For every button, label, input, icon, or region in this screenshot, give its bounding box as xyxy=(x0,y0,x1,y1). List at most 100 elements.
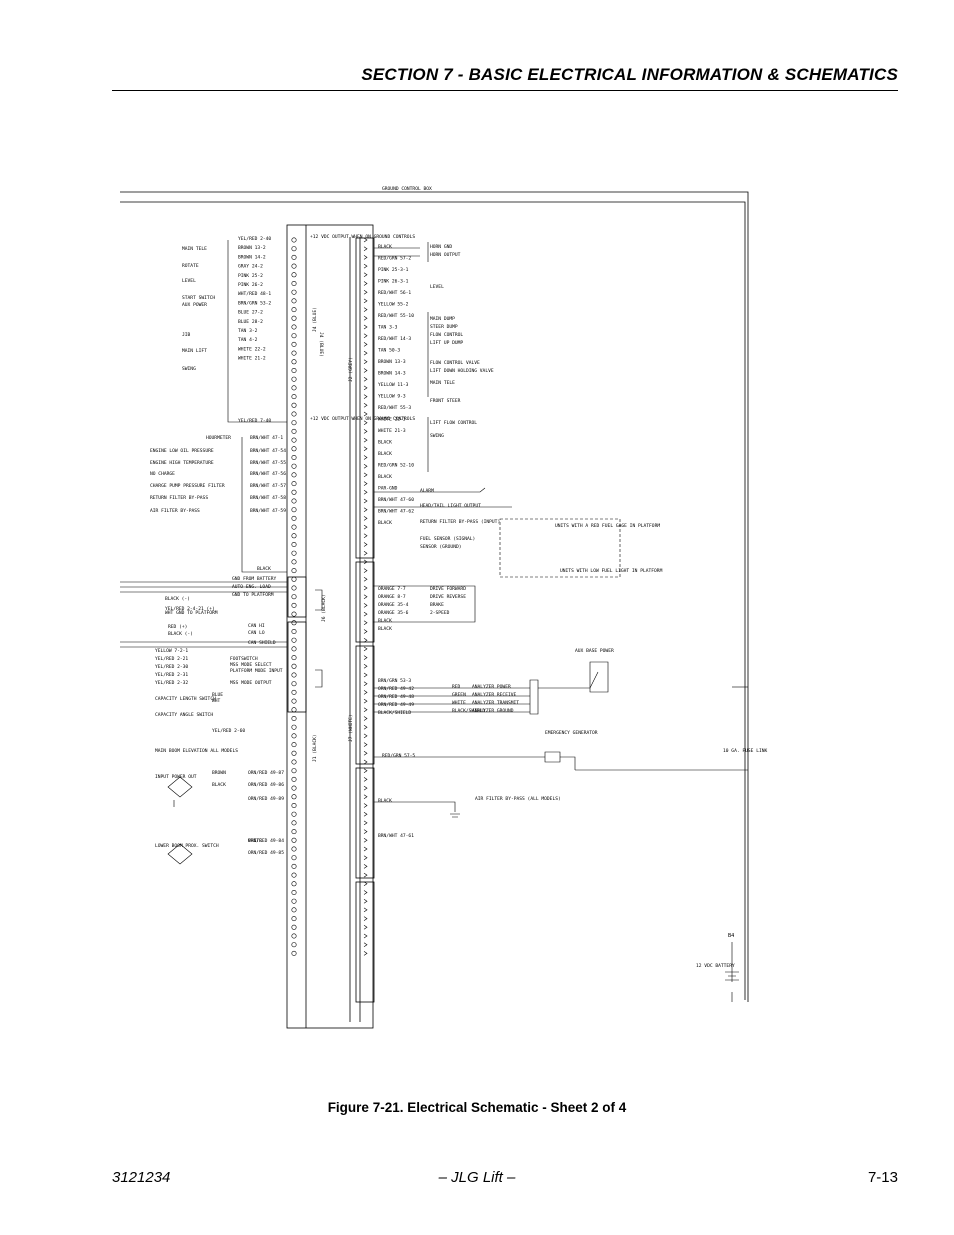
terminal-pin xyxy=(363,350,368,356)
terminal-pin xyxy=(291,507,297,513)
terminal-pin xyxy=(363,533,368,539)
terminal-pin xyxy=(363,794,368,800)
terminal-pin xyxy=(291,611,297,617)
terminal-pin xyxy=(363,716,368,721)
schematic-svg: GROUND CONTROL BOX J4 (BLUE) J4 (BLUE)J2… xyxy=(120,186,767,1029)
right-function-label: LIFT UP DUMP xyxy=(430,340,463,346)
terminal-pin xyxy=(363,542,368,547)
terminal-pin xyxy=(291,411,297,417)
terminal-pin xyxy=(291,898,297,904)
j7-function-label: DRIVE REVERSE xyxy=(430,594,466,600)
right-wire-label: BROWN 14-3 xyxy=(378,371,406,377)
right-wire-label: BRN/WHT 47-62 xyxy=(378,509,414,515)
gauge-wire-label: BRN/WHT 47-54 xyxy=(250,448,286,454)
gauge-wire-label: BRN/WHT 47-57 xyxy=(250,483,286,489)
terminal-pin xyxy=(291,863,297,869)
j7-wire-label: ORANGE 35-4 xyxy=(378,602,409,608)
gauge-label: CHARGE PUMP PRESSURE FILTER xyxy=(150,483,225,489)
right-wire-label: BLACK xyxy=(378,440,392,446)
right-wire-label: YELLOW 11-3 xyxy=(378,382,409,388)
terminal-pin xyxy=(363,838,368,843)
terminal-pin xyxy=(291,855,297,861)
terminal-pin xyxy=(363,646,368,652)
terminal-pin xyxy=(291,942,297,948)
terminal-pin xyxy=(291,889,297,895)
j6-label: AUTO ENG. LOAD xyxy=(232,584,271,590)
j7-function-label: DRIVE FORWARD xyxy=(430,586,466,592)
terminal-pin xyxy=(291,246,297,252)
connector-j6-label: J6 (BLACK) xyxy=(321,594,327,622)
left-wire-label: YEL/RED 7-40 xyxy=(238,418,271,424)
terminal-pin xyxy=(291,446,297,452)
battery-label: 12 VDC BATTERY xyxy=(696,963,735,969)
gauge-label: AIR FILTER BY-PASS xyxy=(150,508,200,514)
terminal-pin xyxy=(363,298,368,304)
j7-wire-label: ORANGE 7-7 xyxy=(378,586,406,592)
terminal-pin xyxy=(363,498,368,504)
right-function-label: FLOW CONTROL VALVE xyxy=(430,360,480,366)
terminal-pin xyxy=(363,359,368,365)
terminal-pin xyxy=(291,742,297,748)
j6-label: BLACK (-) xyxy=(165,596,190,602)
terminal-pin xyxy=(363,394,368,399)
terminal-pin xyxy=(363,620,368,626)
left-wire-label: YEL/RED 2-40 xyxy=(238,236,271,242)
terminal-pin xyxy=(363,376,368,382)
terminal-pin xyxy=(291,715,297,721)
terminal-pin xyxy=(291,837,297,843)
j1-label: CAPACITY ANGLE SWITCH xyxy=(155,712,213,718)
terminal-pin xyxy=(363,855,368,860)
left-wire-label: BRN/GRN 53-2 xyxy=(238,300,271,306)
j1-wire-label: ORN/RED 49-86 xyxy=(248,782,284,788)
terminal-pin xyxy=(363,942,368,947)
terminal-pin xyxy=(291,315,297,321)
j1-label: PLATFORM MODE INPUT xyxy=(230,668,283,674)
j1-label: MSS MODE SELECT xyxy=(230,662,272,668)
j1-label: FOOTSWITCH xyxy=(230,656,258,662)
terminal-pin xyxy=(363,637,368,643)
terminal-pin xyxy=(291,437,297,443)
terminal-pin xyxy=(291,237,297,243)
left-wire-label: PINK 26-2 xyxy=(238,282,263,288)
right-function-label: FLOW CONTROL xyxy=(430,332,463,338)
terminal-pin xyxy=(291,472,297,478)
terminal-block xyxy=(286,224,374,1029)
terminal-pin xyxy=(363,455,368,460)
can-label: BLACK (-) xyxy=(168,631,193,637)
j1-label: YELLOW 7-2-1 xyxy=(155,648,188,654)
terminal-pin xyxy=(291,524,297,530)
terminal-pin xyxy=(291,733,297,739)
terminal-pin xyxy=(291,420,297,426)
terminal-pin xyxy=(291,620,297,626)
terminal-pin xyxy=(291,368,297,374)
left-wire-label: TAN 3-2 xyxy=(238,328,258,334)
right-wire-label: RED/GRN 52-10 xyxy=(378,463,414,469)
connector-j2-label: J2 (GREY) xyxy=(348,357,354,382)
terminal-pin xyxy=(363,846,368,852)
terminal-pin xyxy=(363,429,368,434)
j1-wire-label: BROWN xyxy=(212,770,226,776)
control-box-border xyxy=(120,191,749,1002)
j1-wire-label: ORN/RED 49-87 xyxy=(248,770,284,776)
terminal-pin xyxy=(291,454,297,460)
footer-publisher: – JLG Lift – xyxy=(438,1169,516,1186)
terminal-pin xyxy=(291,350,297,356)
j1-label: INPUT POWER OUT xyxy=(155,774,197,780)
right-function-label: ALARM xyxy=(420,488,434,494)
terminal-pin xyxy=(291,550,297,556)
left-function-label: AUX POWER xyxy=(182,302,207,308)
left-function-label: MAIN TELE xyxy=(182,246,207,252)
terminal-pin xyxy=(291,637,297,643)
terminal-pin xyxy=(291,585,297,591)
right-function-label: RETURN FILTER BY-PASS (INPUT) xyxy=(420,519,500,525)
gauge-label: NO CHARGE xyxy=(150,471,175,477)
terminal-pin xyxy=(363,289,368,295)
terminal-pin xyxy=(363,829,368,834)
right-wire-label: RED/WHT 56-1 xyxy=(378,290,411,296)
j1-label: CAPACITY LENGTH SWITCH xyxy=(155,696,216,702)
j1-label: LOWER BOOM PROX. SWITCH xyxy=(155,843,219,849)
right-wire-label: BLACK xyxy=(378,244,392,250)
terminal-pin xyxy=(363,524,368,530)
right-wire-label: BRN/WHT 47-60 xyxy=(378,497,414,503)
terminal-pin xyxy=(363,446,368,452)
